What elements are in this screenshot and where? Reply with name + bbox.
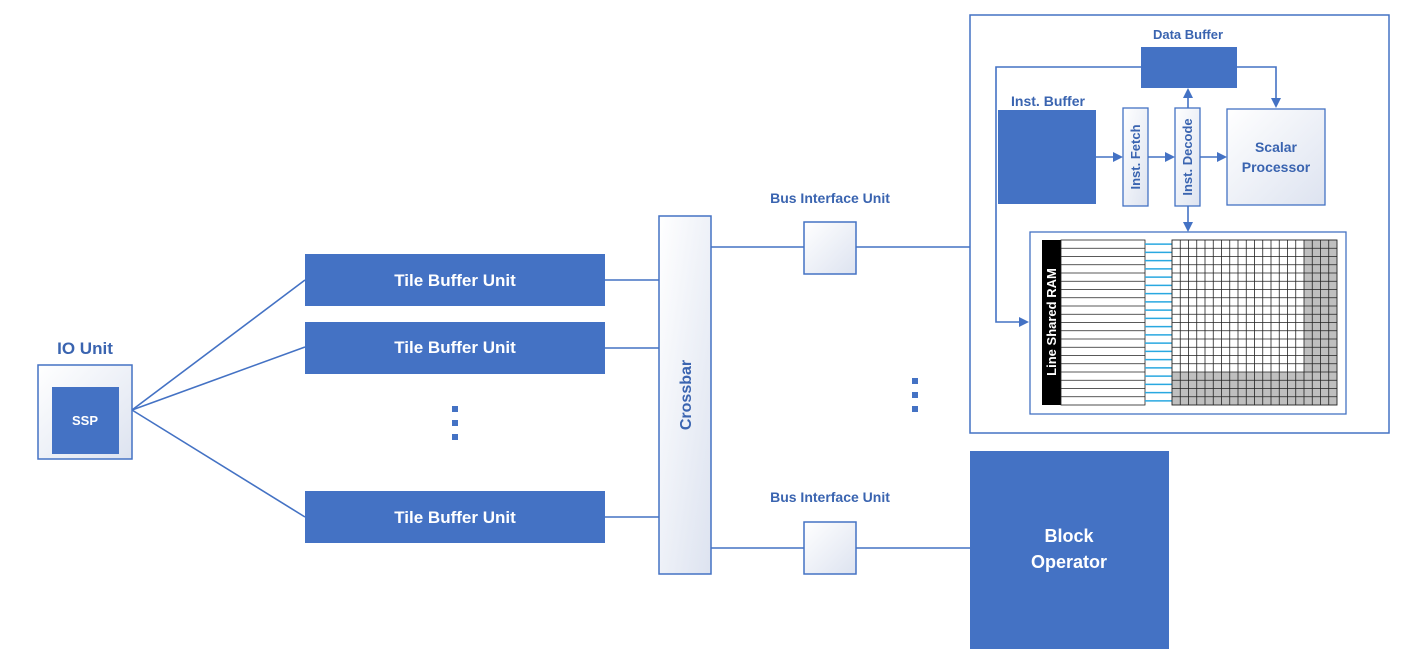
ram-row-lines xyxy=(1060,239,1146,406)
core-connections xyxy=(995,66,1281,327)
block-operator-label-2: Operator xyxy=(1031,552,1107,572)
tile-to-crossbar-lines xyxy=(605,279,659,518)
bus-interface-unit-2: Bus Interface Unit xyxy=(770,489,890,575)
io-unit: IO Unit SSP xyxy=(37,339,133,460)
block-operator: Block Operator xyxy=(970,451,1169,649)
scalar-processor-label-2: Processor xyxy=(1242,159,1311,175)
inst-fetch-label: Inst. Fetch xyxy=(1128,124,1143,189)
ssp-block xyxy=(52,387,119,454)
ram-grid xyxy=(1171,239,1338,406)
io-unit-label: IO Unit xyxy=(57,339,113,358)
inst-decode-label: Inst. Decode xyxy=(1180,118,1195,195)
biu-label: Bus Interface Unit xyxy=(770,190,890,206)
tile-buffer-label: Tile Buffer Unit xyxy=(394,508,516,527)
block-operator-label-1: Block xyxy=(1044,526,1094,546)
scalar-processor-label-1: Scalar xyxy=(1255,139,1298,155)
tile-buffer-unit-1: Tile Buffer Unit xyxy=(305,254,605,306)
scalar-processor-block xyxy=(1226,108,1326,206)
inst-decode-block xyxy=(1174,107,1201,207)
line-shared-ram-bar xyxy=(1042,240,1061,405)
tile-buffer-label: Tile Buffer Unit xyxy=(394,338,516,357)
processor-core: Data Buffer Inst. Buffer Inst. Fetch Ins… xyxy=(969,14,1390,434)
data-buffer-block xyxy=(1141,47,1237,88)
inst-buffer-block xyxy=(998,110,1096,204)
processor-ellipsis xyxy=(912,378,918,412)
tile-buffer-unit-2: Tile Buffer Unit xyxy=(305,322,605,374)
crossbar-to-biu-lines xyxy=(711,246,970,549)
bus-interface-unit-1: Bus Interface Unit xyxy=(770,190,890,275)
ssp-label: SSP xyxy=(72,413,98,428)
inst-buffer-label: Inst. Buffer xyxy=(1011,93,1085,109)
biu-label: Bus Interface Unit xyxy=(770,489,890,505)
line-shared-ram-label: Line Shared RAM xyxy=(1044,268,1059,376)
crossbar: Crossbar xyxy=(658,215,712,575)
tile-buffer-label: Tile Buffer Unit xyxy=(394,271,516,290)
inst-fetch-block xyxy=(1122,107,1149,207)
tile-buffer-ellipsis xyxy=(452,406,458,440)
data-buffer-label: Data Buffer xyxy=(1153,27,1223,42)
crossbar-label: Crossbar xyxy=(678,360,695,430)
ram-link-lines xyxy=(1145,243,1172,402)
io-fanout-lines xyxy=(131,279,306,518)
tile-buffer-unit-3: Tile Buffer Unit xyxy=(305,491,605,543)
